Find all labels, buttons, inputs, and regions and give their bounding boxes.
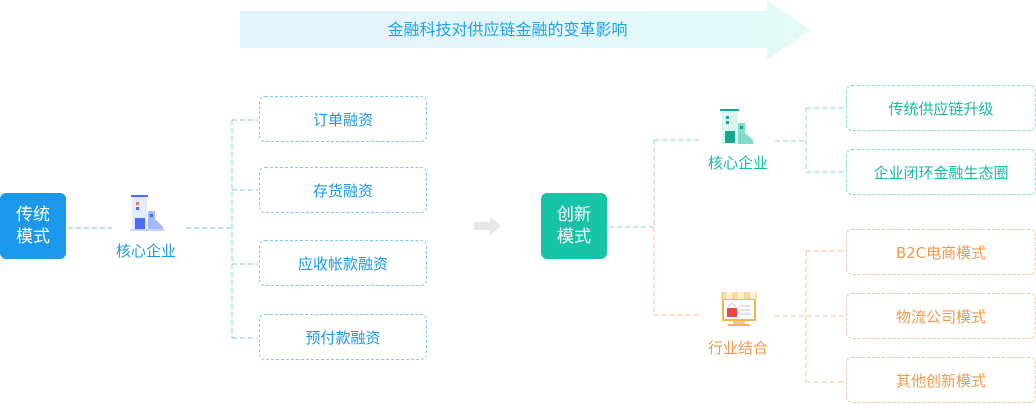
innovative-mode-label-1: 创新	[557, 205, 591, 225]
traditional-mode-box: 传统模式	[0, 193, 66, 259]
traditional-item: 订单融资	[259, 96, 427, 142]
traditional-item: 预付款融资	[259, 314, 427, 360]
banner-arrow-shape	[240, 0, 810, 60]
title-banner: 金融科技对供应链金融的变革影响	[240, 0, 810, 60]
innovative-core-enterprise-label: 核心企业	[707, 154, 768, 172]
traditional-core-enterprise-label: 核心企业	[115, 242, 176, 260]
industry-combination-label: 行业结合	[707, 339, 768, 357]
traditional-item: 存货融资	[259, 167, 427, 213]
traditional-mode-label-2: 模式	[16, 227, 50, 247]
traditional-mode-label-1: 传统	[16, 205, 50, 225]
building-icon	[128, 193, 168, 233]
transition-arrow-icon	[474, 217, 501, 235]
banner-title: 金融科技对供应链金融的变革影响	[387, 20, 628, 39]
industry-combination-item: 其他创新模式	[846, 357, 1036, 403]
core-enterprise-item: 企业闭环金融生态圈	[846, 149, 1036, 195]
core-enterprise-item: 传统供应链升级	[846, 85, 1036, 131]
innovative-mode-box: 创新模式	[541, 193, 607, 259]
innovative-mode-label-2: 模式	[557, 227, 591, 247]
storefront-icon	[718, 289, 760, 329]
industry-combination-item: B2C电商模式	[846, 229, 1036, 275]
building-icon	[718, 107, 758, 147]
traditional-item: 应收帐款融资	[259, 240, 427, 286]
industry-combination-item: 物流公司模式	[846, 293, 1036, 339]
